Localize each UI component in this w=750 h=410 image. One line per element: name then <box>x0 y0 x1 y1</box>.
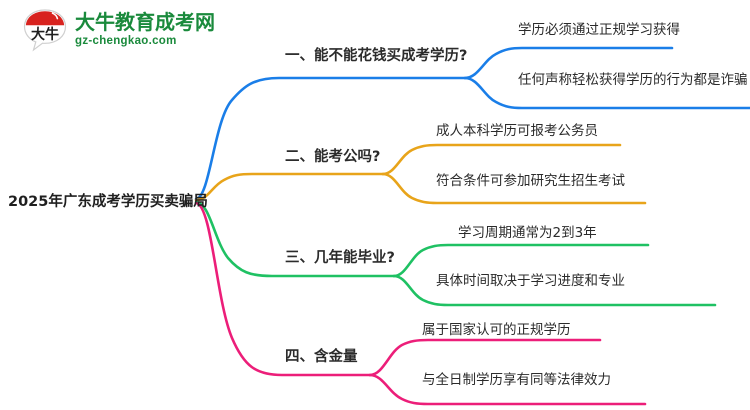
root-node-label[interactable]: 2025年广东成考学历买卖骗局 <box>8 194 208 210</box>
branch-3-child-1-label[interactable]: 学习周期通常为2到3年 <box>458 225 597 241</box>
branch-2-label[interactable]: 二、能考公吗? <box>285 149 381 165</box>
speech-bubble-logo-icon: 大牛 <box>22 8 68 52</box>
branch-4-child-1-label[interactable]: 属于国家认可的正规学历 <box>422 322 571 338</box>
branch-1-child-1-label[interactable]: 学历必须通过正规学习获得 <box>518 22 680 38</box>
logo-title: 大牛教育成考网 <box>75 10 215 35</box>
connector-branch-3 <box>194 200 717 307</box>
branch-4-label[interactable]: 四、含金量 <box>285 349 358 365</box>
branch-3-child-2-label[interactable]: 具体时间取决于学习进度和专业 <box>436 273 625 289</box>
logo-subtitle: gz-chengkao.com <box>75 35 177 48</box>
branch-2-child-2-label[interactable]: 符合条件可参加研究生招生考试 <box>436 173 625 189</box>
branch-3-label[interactable]: 三、几年能毕业? <box>285 250 395 266</box>
svg-text:大牛: 大牛 <box>31 26 59 43</box>
branch-1-label[interactable]: 一、能不能花钱买成考学历? <box>285 48 468 64</box>
branch-4-child-2-label[interactable]: 与全日制学历享有同等法律效力 <box>422 372 611 388</box>
branch-2-child-1-label[interactable]: 成人本科学历可报考公务员 <box>436 123 598 139</box>
site-logo[interactable]: 大牛 大牛教育成考网 gz-chengkao.com <box>22 8 215 52</box>
branch-1-child-2-label[interactable]: 任何声称轻松获得学历的行为都是诈骗 <box>518 72 748 88</box>
